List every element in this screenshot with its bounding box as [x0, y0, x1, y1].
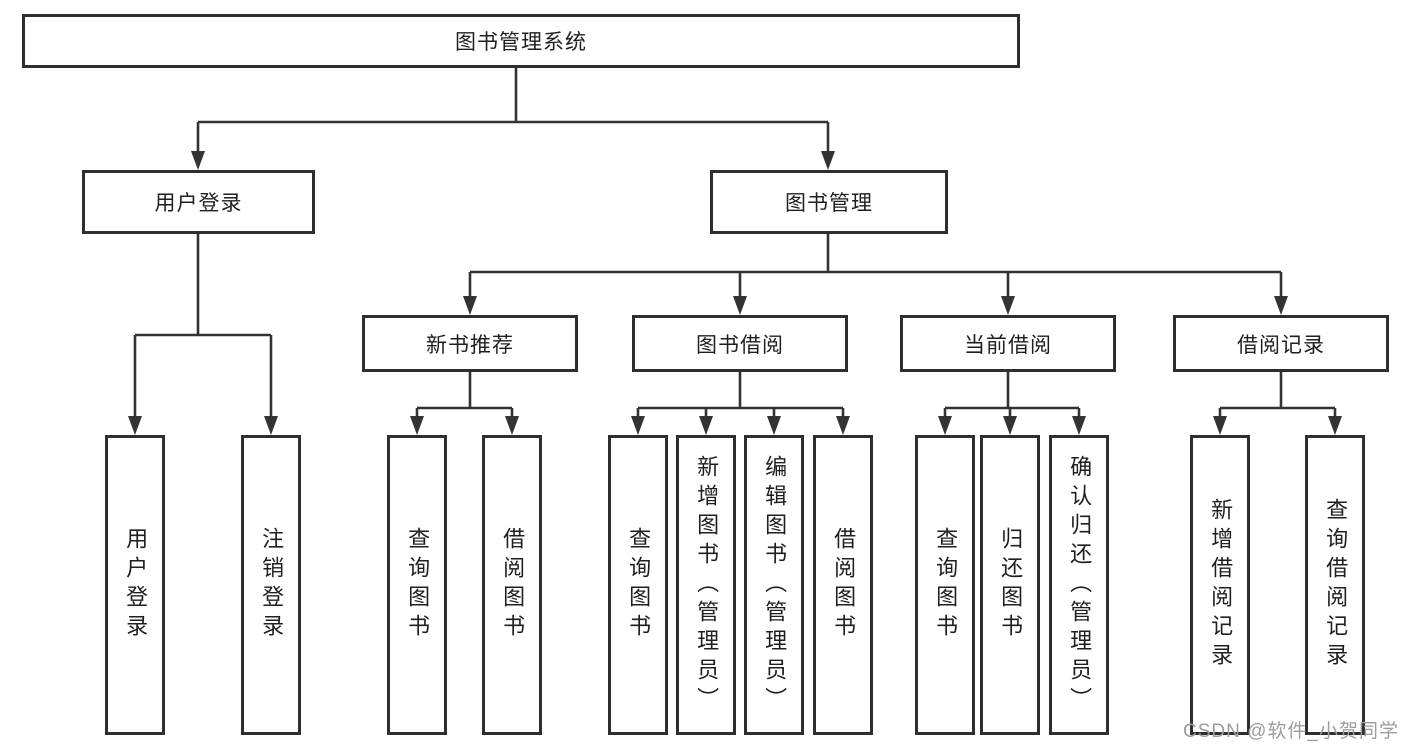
leaf-return-book: 归还图书	[980, 435, 1040, 735]
leaf-query-borrow-record: 查询借阅记录	[1305, 435, 1365, 735]
leaf-query-books-borrow: 查询图书	[608, 435, 668, 735]
leaf-query-books-recommend: 查询图书	[387, 435, 447, 735]
node-new-book-recommend: 新书推荐	[362, 315, 578, 372]
leaf-add-borrow-record: 新增借阅记录	[1190, 435, 1250, 735]
leaf-confirm-return-admin: 确认归还（管理员）	[1049, 435, 1109, 735]
leaf-logout: 注销登录	[241, 435, 301, 735]
leaf-edit-book-admin: 编辑图书（管理员）	[744, 435, 804, 735]
node-book-management: 图书管理	[710, 170, 948, 234]
leaf-query-books-current: 查询图书	[915, 435, 975, 735]
arrowhead-icons	[128, 151, 1342, 435]
leaf-user-login: 用户登录	[105, 435, 165, 735]
node-user-login-branch: 用户登录	[82, 170, 315, 234]
leaf-borrow-books-recommend: 借阅图书	[482, 435, 542, 735]
node-book-borrow: 图书借阅	[632, 315, 848, 372]
node-current-borrow: 当前借阅	[900, 315, 1116, 372]
watermark: CSDN @软件_小贺同学	[1183, 721, 1399, 742]
node-library-management-system: 图书管理系统	[22, 14, 1020, 68]
leaf-borrow-books-borrow: 借阅图书	[813, 435, 873, 735]
node-borrow-records: 借阅记录	[1173, 315, 1389, 372]
leaf-add-book-admin: 新增图书（管理员）	[676, 435, 736, 735]
